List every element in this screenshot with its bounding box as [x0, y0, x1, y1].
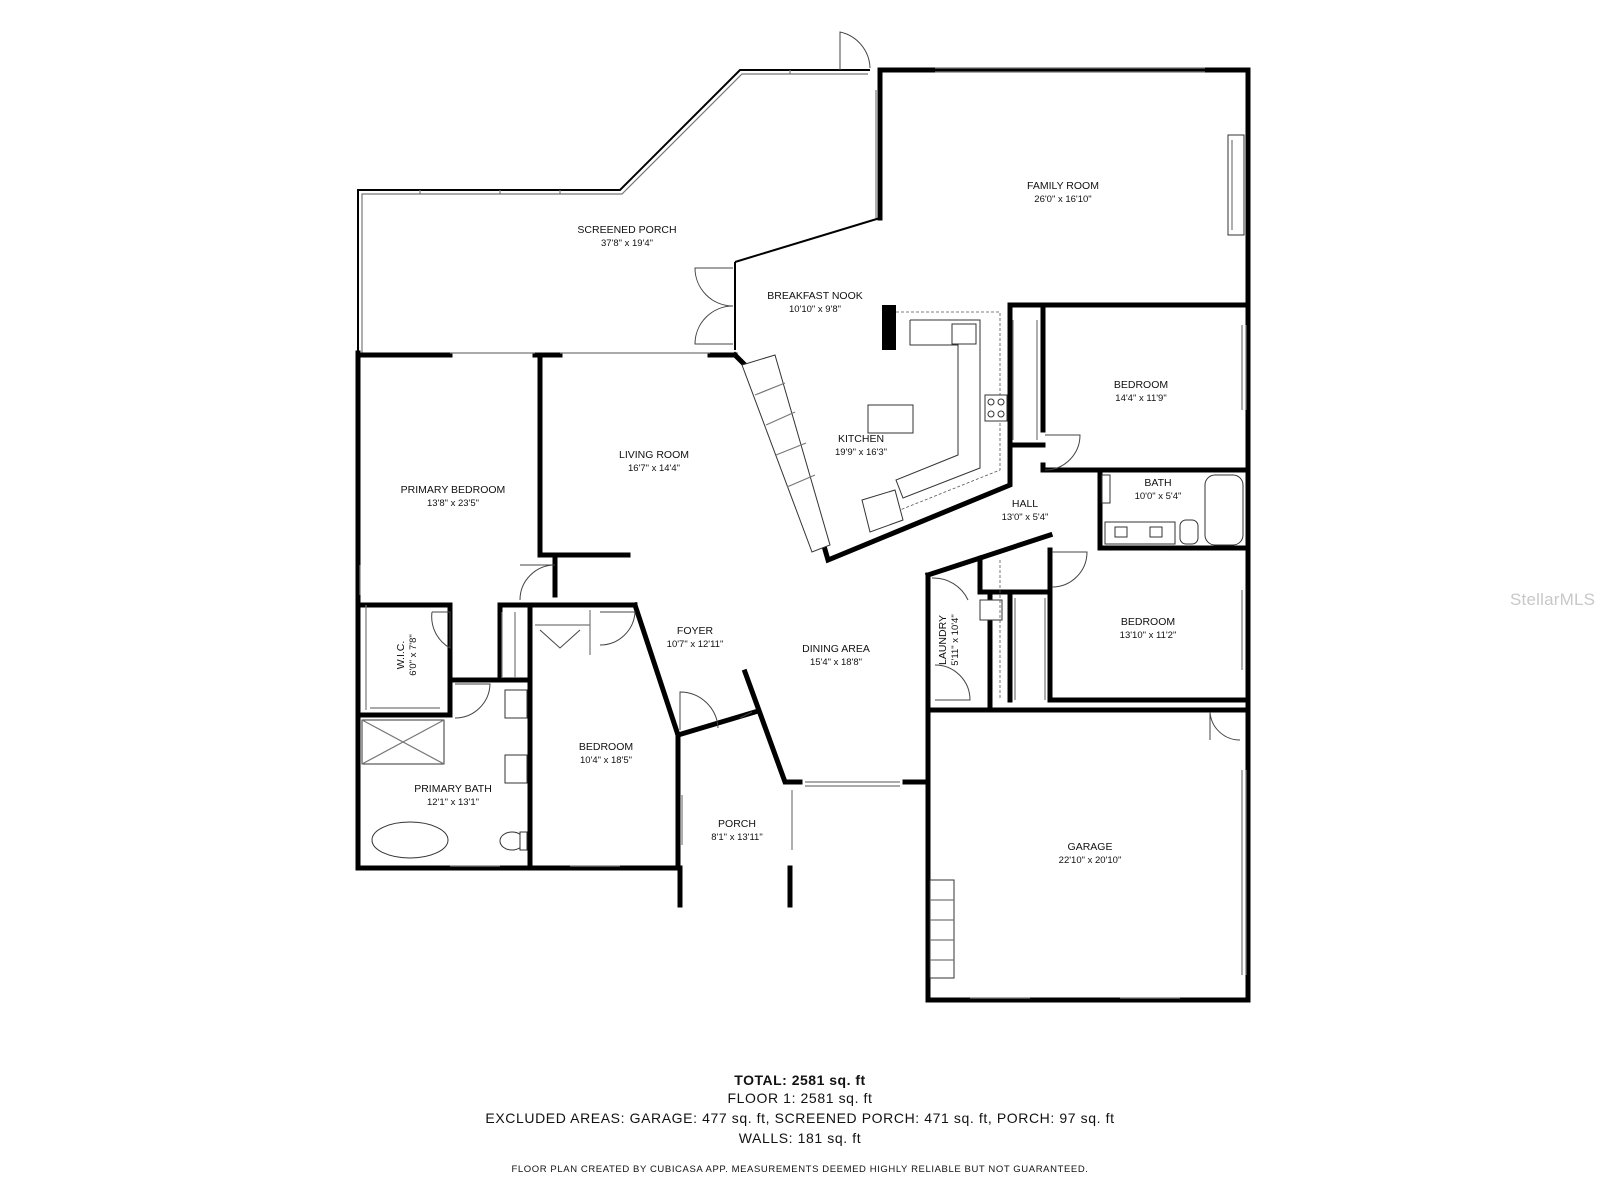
kitchen-dim: 19'9" x 16'3" — [835, 447, 887, 458]
family-room-dim: 26'0" x 16'10" — [1034, 194, 1091, 205]
family-room-label: FAMILY ROOM — [1027, 180, 1099, 192]
foyer-label: FOYER — [677, 625, 714, 637]
porch-door-top — [839, 31, 871, 70]
credit-note: FLOOR PLAN CREATED BY CUBICASA APP. MEAS… — [511, 1164, 1089, 1175]
excluded-areas: EXCLUDED AREAS: GARAGE: 477 sq. ft, SCRE… — [485, 1110, 1115, 1126]
fireplace — [1227, 134, 1245, 236]
bedroom-closet — [535, 610, 591, 655]
laundry-dim: 5'11" x 10'4" — [950, 614, 961, 665]
breakfast-nook-dim: 10'10" x 9'8" — [789, 304, 841, 315]
bedroom-e-label: BEDROOM — [1121, 616, 1175, 628]
dining-area-dim: 15'4" x 18'8" — [810, 657, 862, 668]
bedroom-e-dim: 13'10" x 11'2" — [1120, 630, 1177, 641]
screened-porch-label: SCREENED PORCH — [577, 224, 676, 236]
porch-double-door — [694, 267, 734, 345]
dining-area-label: DINING AREA — [802, 643, 870, 655]
kitchen-label: KITCHEN — [838, 433, 884, 445]
bedroom-s-dim: 10'4" x 18'5" — [580, 755, 632, 766]
living-room-label: LIVING ROOM — [619, 449, 689, 461]
bedroom-s-label: BEDROOM — [579, 741, 633, 753]
wic-label: W.I.C. — [395, 641, 407, 670]
bath-dim: 10'0" x 5'4" — [1135, 491, 1182, 502]
screened-porch-dim: 37'8" x 19'4" — [601, 238, 653, 249]
porch-label: PORCH — [718, 818, 756, 830]
watermark: StellarMLS — [1510, 590, 1596, 609]
total-area: TOTAL: 2581 sq. ft — [734, 1072, 866, 1088]
garage-dim: 22'10" x 20'10" — [1059, 855, 1122, 866]
bedroom-ne-dim: 14'4" x 11'9" — [1115, 393, 1166, 404]
laundry-label: LAUNDRY — [937, 615, 949, 665]
breakfast-nook-label: BREAKFAST NOOK — [767, 290, 863, 302]
kitchen-counters — [741, 305, 1038, 553]
walls-area: WALLS: 181 sq. ft — [738, 1130, 862, 1146]
hall-dim: 13'0" x 5'4" — [1002, 512, 1049, 523]
primary-bath-fixtures — [361, 605, 528, 859]
bedroom-ne-label: BEDROOM — [1114, 379, 1168, 391]
primary-bedroom-label: PRIMARY BEDROOM — [401, 484, 506, 496]
living-room-dim: 16'7" x 14'4" — [628, 463, 680, 474]
primary-bath-label: PRIMARY BATH — [414, 783, 492, 795]
primary-bath-dim: 12'1" x 13'1" — [427, 797, 479, 808]
bath-fixtures — [979, 474, 1244, 700]
room-labels: SCREENED PORCH 37'8" x 19'4" FAMILY ROOM… — [395, 180, 1181, 866]
floor-area: FLOOR 1: 2581 sq. ft — [727, 1090, 873, 1106]
bath-label: BATH — [1144, 477, 1171, 489]
primary-bedroom-dim: 13'8" x 23'5" — [427, 498, 479, 509]
interior-doors — [431, 434, 1241, 741]
foyer-dim: 10'7" x 12'11" — [667, 639, 724, 650]
area-summary: TOTAL: 2581 sq. ft FLOOR 1: 2581 sq. ft … — [0, 1072, 1600, 1175]
porch-dim: 8'1" x 13'11" — [711, 832, 762, 843]
hall-label: HALL — [1012, 498, 1038, 510]
wic-dim: 6'0" x 7'8" — [408, 634, 419, 676]
garage-label: GARAGE — [1068, 841, 1113, 853]
garage-steps — [929, 879, 955, 979]
